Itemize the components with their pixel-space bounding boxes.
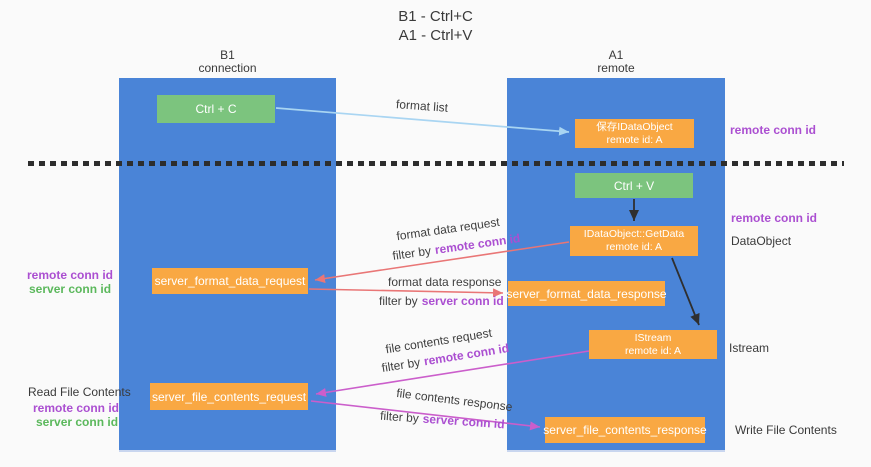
server-format-data-response-box: server_format_data_response [506, 281, 667, 306]
mid-right-remote-conn-id-label: remote conn id [731, 211, 818, 225]
ctrl-v-label: Ctrl + V [613, 178, 655, 193]
dataobject-label: DataObject [731, 234, 792, 248]
lifeline-a1-role: remote [597, 61, 635, 75]
istream-box: IStream remote id: A [589, 330, 717, 359]
getdata-line2: remote id: A [605, 241, 663, 253]
left-file-remote-conn-id-label: remote conn id [33, 401, 120, 415]
file-contents-response-filter-key: server conn id [422, 411, 506, 432]
file-contents-response-label: file contents response [395, 385, 514, 415]
title-line-1: B1 - Ctrl+C [398, 8, 473, 25]
server-file-contents-request-box: server_file_contents_request [150, 383, 308, 410]
istream-side-label: Istream [729, 341, 770, 355]
store-dataobject-box: 保存IDataObject remote id: A [575, 119, 694, 148]
left-format-server-conn-id-label: server conn id [29, 282, 112, 296]
server-file-contents-request-label: server_file_contents_request [151, 389, 307, 404]
lifeline-b1-name: B1 [220, 48, 235, 62]
top-right-remote-conn-id-label: remote conn id [730, 123, 817, 137]
server-format-data-response-label: server_format_data_response [506, 286, 667, 301]
left-file-server-conn-id-label: server conn id [36, 415, 119, 429]
diagram-title: B1 - Ctrl+C A1 - Ctrl+V [0, 7, 871, 45]
write-file-contents-label: Write File Contents [735, 423, 837, 437]
file-contents-request-filter-prefix: filter by [380, 355, 422, 375]
format-data-response-label: format data response [388, 275, 502, 289]
format-data-response-filter-key: server conn id [421, 294, 504, 308]
copy-paste-phase-divider [28, 161, 844, 166]
server-file-contents-response-box: server_file_contents_response [543, 417, 707, 443]
file-contents-response-filter-prefix: filter by [379, 408, 420, 426]
ctrl-v-box: Ctrl + V [575, 173, 693, 198]
store-dataobject-line2: remote id: A [606, 133, 663, 146]
format-data-request-filter-prefix: filter by [391, 243, 432, 263]
lifeline-header-b1: B1 connection [119, 49, 336, 75]
arrow-format-data-response [308, 288, 504, 298]
lifeline-a1-name: A1 [608, 48, 624, 62]
ctrl-c-label: Ctrl + C [195, 102, 237, 116]
getdata-line1: IDataObject::GetData [583, 228, 685, 240]
lifeline-b1-role: connection [198, 61, 257, 75]
left-format-remote-conn-id-label: remote conn id [27, 268, 114, 282]
server-format-data-request-box: server_format_data_request [152, 268, 308, 294]
format-list-label: format list [395, 97, 449, 115]
format-data-response-filter-prefix: filter by [379, 294, 418, 308]
ctrl-c-box: Ctrl + C [157, 95, 275, 123]
getdata-box: IDataObject::GetData remote id: A [570, 226, 698, 256]
title-line-2: A1 - Ctrl+V [398, 27, 473, 44]
lifeline-header-a1: A1 remote [507, 49, 725, 75]
server-file-contents-response-label: server_file_contents_response [543, 423, 707, 437]
server-format-data-request-label: server_format_data_request [154, 274, 306, 288]
read-file-contents-label: Read File Contents [28, 385, 131, 399]
istream-line2: remote id: A [624, 344, 682, 357]
store-dataobject-line1: 保存IDataObject [596, 120, 673, 133]
istream-line1: IStream [634, 331, 672, 344]
